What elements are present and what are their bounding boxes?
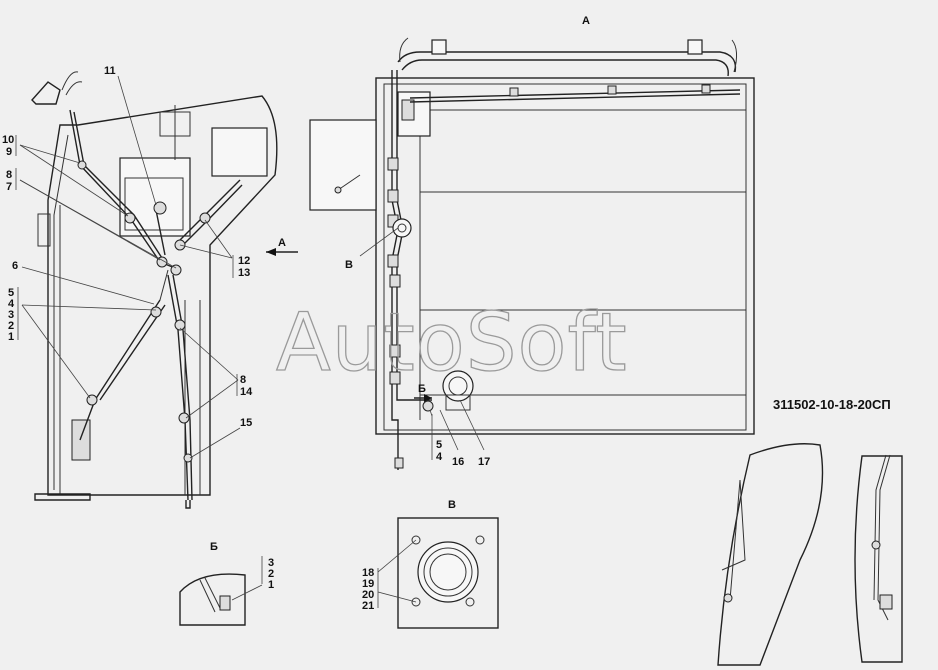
left-side-view — [31, 71, 278, 509]
callout-4-left: 4 — [8, 298, 15, 310]
callout-8-right: 8 — [240, 374, 246, 386]
document-code: 311502-10-18-20СП — [773, 397, 891, 412]
callout-17: 17 — [478, 456, 490, 468]
callout-4-view-a: 4 — [436, 451, 443, 463]
callout-1-left: 1 — [8, 331, 14, 343]
callout-8-top: 8 — [6, 169, 12, 181]
callout-5-view-a: 5 — [436, 439, 442, 451]
callout-2-left: 2 — [8, 320, 14, 332]
callout-6: 6 — [12, 260, 18, 272]
view-v-title: В — [448, 499, 456, 511]
callout-13: 13 — [238, 267, 250, 279]
callout-20: 20 — [362, 589, 374, 601]
view-b-cyr-title: Б — [210, 541, 218, 553]
arrow-a-label: А — [278, 237, 286, 249]
callout-21: 21 — [362, 600, 374, 612]
watermark: AutoSoft — [276, 296, 628, 389]
callout-11: 11 — [104, 65, 116, 77]
callout-12: 12 — [238, 255, 250, 267]
callout-3-view-b: 3 — [268, 557, 274, 569]
callout-19: 19 — [362, 578, 374, 590]
view-b-cyr — [179, 556, 263, 626]
callout-7: 7 — [6, 181, 12, 193]
view-a-title: А — [582, 15, 590, 27]
callout-1-view-b: 1 — [268, 579, 274, 591]
bottom-right-details — [717, 443, 903, 666]
callout-3-left: 3 — [8, 309, 14, 321]
left-view-leaders — [15, 75, 298, 459]
callout-9: 9 — [6, 146, 12, 158]
callout-5-left: 5 — [8, 287, 14, 299]
callout-16: 16 — [452, 456, 464, 468]
callout-14: 14 — [240, 386, 253, 398]
callout-2-view-b: 2 — [268, 568, 274, 580]
marker-v-label: В — [345, 259, 353, 271]
arrow-b-cyr-label: Б — [418, 383, 426, 395]
callout-15: 15 — [240, 417, 252, 429]
callout-18: 18 — [362, 567, 374, 579]
callout-10: 10 — [2, 134, 14, 146]
view-a — [309, 37, 755, 470]
view-v — [377, 517, 499, 629]
